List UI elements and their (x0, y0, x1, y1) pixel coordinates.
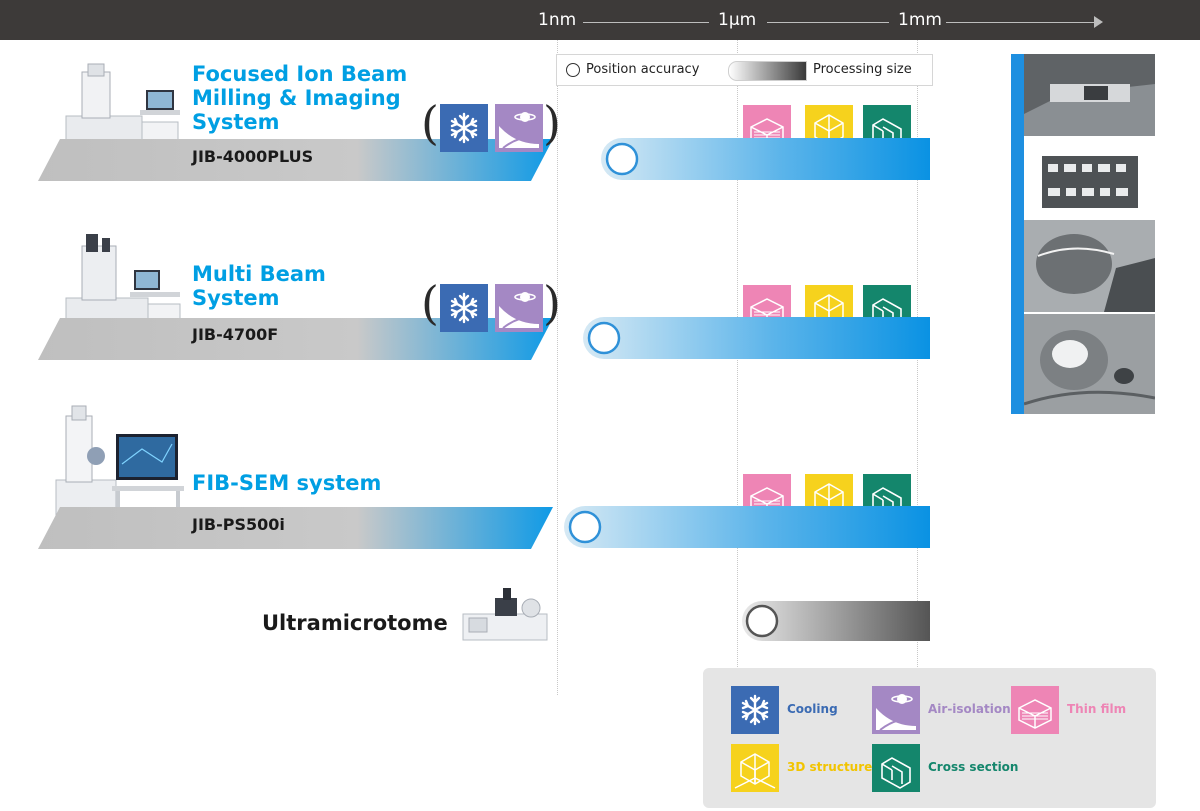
sample-image (1024, 314, 1155, 414)
sample-image (1024, 152, 1155, 212)
legend-label: Cooling (787, 702, 838, 716)
product-title-fib: Focused Ion Beam Milling & Imaging Syste… (192, 62, 408, 134)
air-isolation-icon (495, 284, 543, 332)
scale-line (767, 22, 889, 23)
gradient-swatch (728, 61, 807, 81)
key-processing-size: Processing size (813, 62, 912, 77)
processing-range-bar (601, 138, 930, 180)
thin-film-icon (1011, 686, 1059, 734)
scale-label-1um: 1μm (718, 10, 757, 30)
scale-line (946, 22, 1094, 23)
legend-label: Thin film (1067, 702, 1127, 716)
processing-range-bar (583, 317, 930, 359)
paren-close: ) (543, 276, 561, 330)
paren-close: ) (543, 96, 561, 150)
processing-range-bar (564, 506, 930, 548)
scale-line (583, 22, 709, 23)
paren-open: ( (421, 96, 439, 150)
air-isolation-icon (872, 686, 920, 734)
legend-label: Cross section (928, 760, 1019, 774)
scale-label-1nm: 1nm (538, 10, 577, 30)
model-name: JIB-4700F (192, 325, 279, 344)
3d-structure-icon (731, 744, 779, 792)
sample-image (1024, 220, 1155, 312)
guide-1nm (557, 40, 558, 695)
paren-open: ( (421, 276, 439, 330)
sample-strip-accent (1011, 54, 1024, 414)
processing-range-bar (742, 601, 930, 641)
guide-1um (737, 40, 738, 695)
product-ribbon (38, 139, 553, 181)
legend-label: 3D structure (787, 760, 873, 774)
snowflake-icon (440, 104, 488, 152)
key-legend: Position accuracy Processing size (556, 54, 933, 86)
snowflake-icon (440, 284, 488, 332)
product-title-ultramicrotome: Ultramicrotome (262, 611, 448, 635)
snowflake-icon (731, 686, 779, 734)
legend-label: Air-isolation (928, 702, 1011, 716)
arrow-right-icon (1094, 16, 1103, 28)
icon-legend: Cooling Air-isolation Thin film 3D struc… (703, 668, 1156, 808)
scale-bar: 1nm 1μm 1mm (0, 0, 1200, 40)
sample-image (1024, 54, 1155, 136)
key-position-accuracy: Position accuracy (586, 62, 700, 77)
model-name: JIB-PS500i (192, 515, 285, 534)
model-name: JIB-4000PLUS (192, 147, 314, 166)
air-isolation-icon (495, 104, 543, 152)
product-title-fibsem: FIB-SEM system (192, 471, 382, 495)
product-ribbon (38, 507, 553, 549)
circle-icon (566, 63, 580, 77)
guide-1mm (917, 40, 918, 695)
product-title-multibeam: Multi Beam System (192, 262, 326, 310)
scale-label-1mm: 1mm (898, 10, 942, 30)
ultramicrotome-illustration (462, 588, 548, 641)
cross-section-icon (872, 744, 920, 792)
product-ribbon (38, 318, 553, 360)
